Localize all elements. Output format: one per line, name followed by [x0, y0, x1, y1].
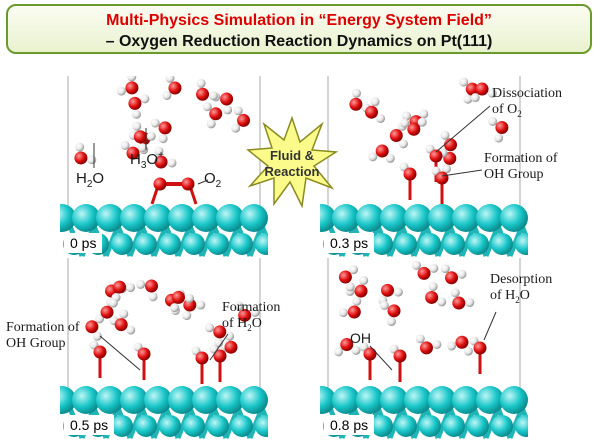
time-label: 0 ps [64, 233, 103, 253]
simulation-panel-05ps: 0.5 ps [60, 258, 268, 443]
molecular-snapshot-08ps [320, 258, 528, 443]
fluid-reaction-burst [246, 116, 338, 208]
time-label: 0.5 ps [64, 415, 115, 435]
h2o-label: H2O [76, 170, 105, 190]
burst-text-line2: Reaction [264, 164, 320, 179]
h3o-label: H3O+ [130, 150, 164, 171]
simulation-panel-0ps: 0 ps [60, 76, 268, 261]
time-label: 0.8 ps [324, 415, 375, 435]
molecular-snapshot-0ps [60, 76, 268, 261]
oh-label: OH [350, 330, 371, 346]
simulation-panel-08ps: 0.8 ps [320, 258, 528, 443]
burst-text: Fluid & Reaction [246, 148, 338, 180]
burst-text-line1: Fluid & [269, 148, 315, 163]
o2-label: O2 [204, 170, 222, 190]
title-line-2: – Oxygen Reduction Reaction Dynamics on … [105, 33, 493, 50]
title-banner: Multi-Physics Simulation in “Energy Syst… [6, 4, 592, 54]
time-label: 0.3 ps [324, 233, 375, 253]
title-line-1: Multi-Physics Simulation in “Energy Syst… [106, 12, 492, 29]
